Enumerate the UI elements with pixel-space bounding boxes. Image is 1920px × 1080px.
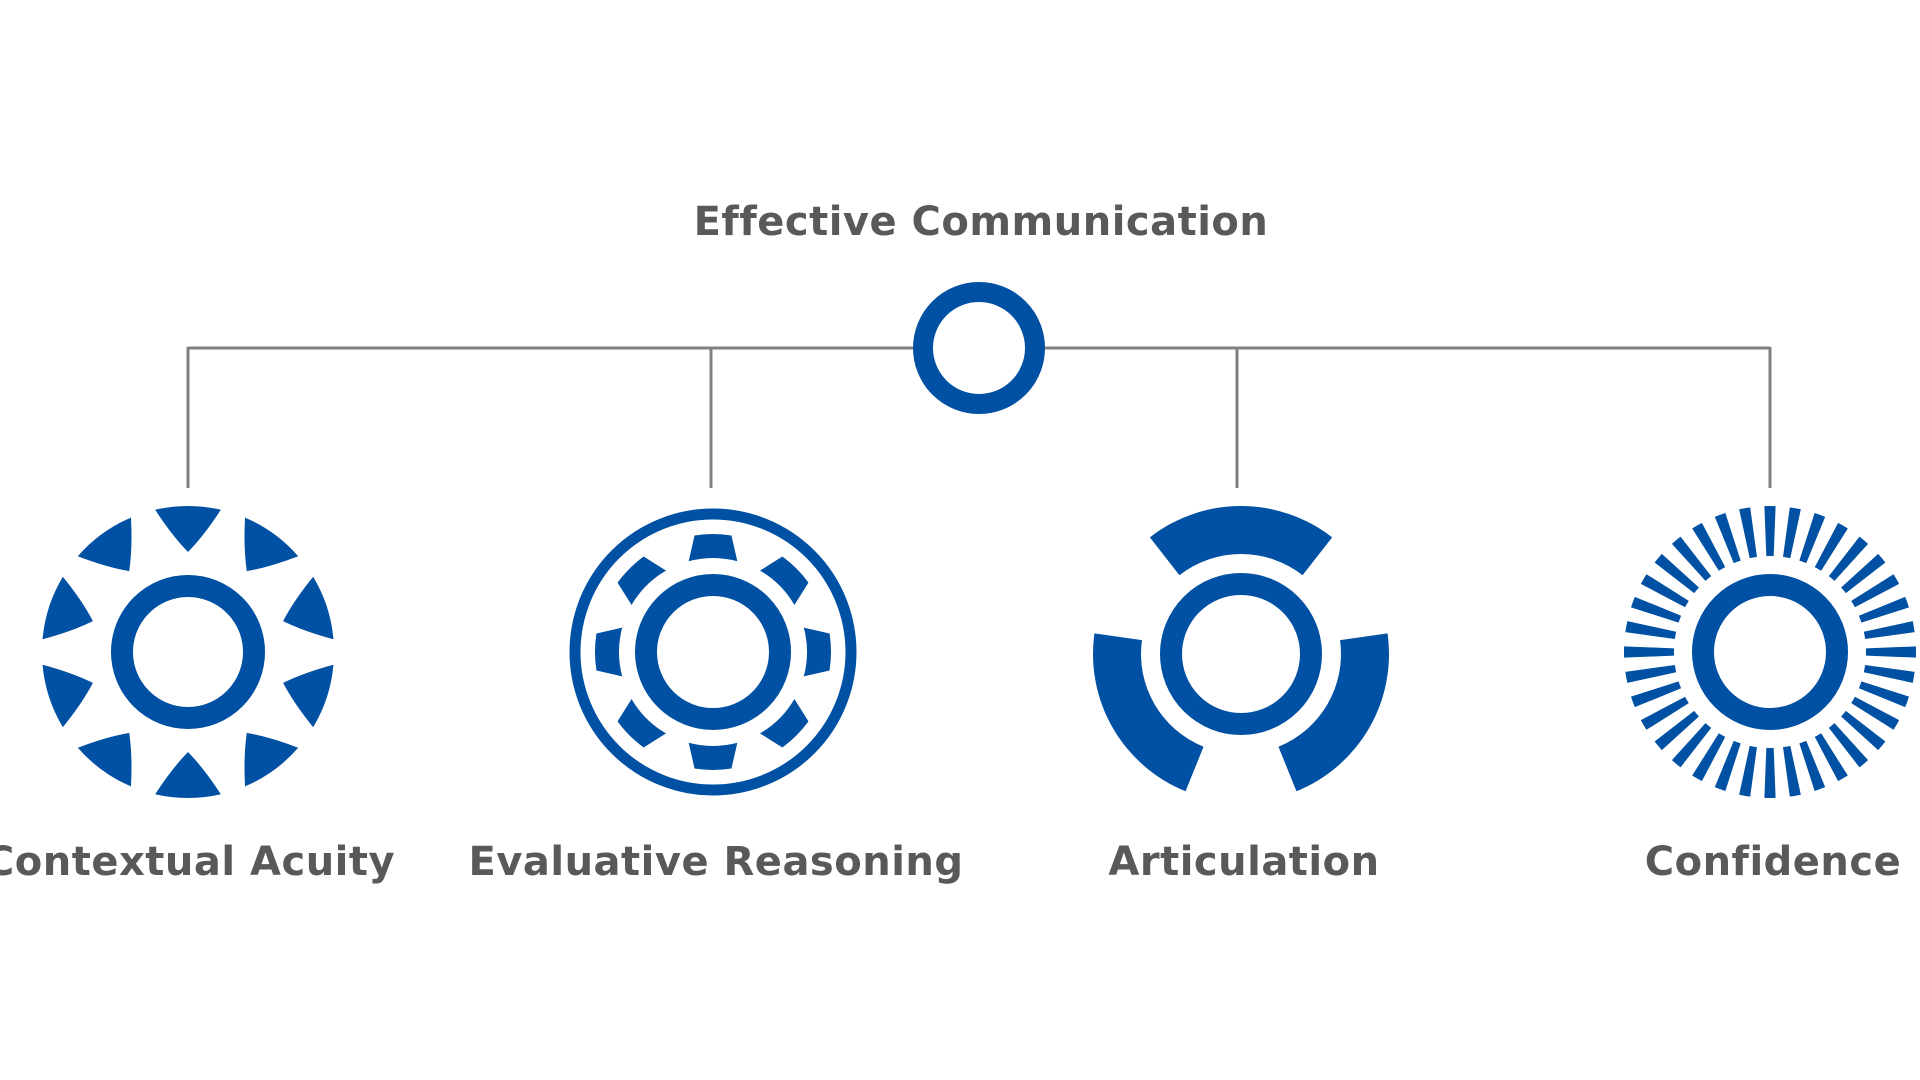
petal-segment xyxy=(77,517,132,572)
gear-tooth-segment xyxy=(688,534,738,562)
sunburst-ray xyxy=(1630,681,1682,708)
sunburst-ray xyxy=(1863,665,1915,683)
gear-tooth-segment xyxy=(617,699,666,748)
sunburst-ray xyxy=(1640,696,1689,730)
sunburst-ray xyxy=(1714,740,1741,792)
gear-ring-icon xyxy=(569,508,857,796)
diagram-title: Effective Communication xyxy=(693,199,1269,245)
petal-segment xyxy=(42,576,93,640)
sunburst-ray xyxy=(1858,596,1910,623)
petal-segment xyxy=(283,664,334,728)
three-arc-ring-icon xyxy=(1093,506,1389,792)
sunburst-ring-icon xyxy=(1624,506,1916,798)
gear-tooth-segment xyxy=(760,556,809,605)
sunburst-ray xyxy=(1671,536,1712,581)
sunburst-ray xyxy=(1630,596,1682,623)
arc-segment xyxy=(1278,633,1389,792)
node-label-contextual-acuity: Contextual Acuity xyxy=(0,839,396,885)
petal-segment xyxy=(77,732,132,787)
sunburst-ray xyxy=(1799,512,1826,564)
sunburst-ray xyxy=(1692,522,1726,571)
sunburst-ray xyxy=(1764,506,1776,557)
sunburst-ray xyxy=(1814,733,1848,782)
petal-segment xyxy=(283,576,334,640)
sunburst-ray xyxy=(1654,710,1699,751)
root-ring-icon xyxy=(913,282,1045,414)
sunburst-ray xyxy=(1851,574,1900,608)
sunburst-ray xyxy=(1783,745,1801,797)
sunburst-ray xyxy=(1841,553,1886,594)
gear-tooth-segment xyxy=(595,627,623,677)
sunburst-ray xyxy=(1841,710,1886,751)
sunburst-ray xyxy=(1828,536,1869,581)
sunburst-ray xyxy=(1863,621,1915,639)
sunburst-ray xyxy=(1865,646,1916,658)
sunburst-ray xyxy=(1814,522,1848,571)
petal-segment xyxy=(155,752,221,798)
petal-segment xyxy=(155,506,221,552)
sunburst-ray xyxy=(1739,745,1757,797)
petal-segment xyxy=(244,732,299,787)
petal-ring-icon xyxy=(42,506,334,798)
sunburst-ray xyxy=(1654,553,1699,594)
gear-tooth-segment xyxy=(760,699,809,748)
sunburst-ray xyxy=(1714,512,1741,564)
sunburst-ray xyxy=(1764,747,1776,798)
sunburst-ray xyxy=(1671,723,1712,768)
arc-segment xyxy=(1149,506,1333,576)
sunburst-ray xyxy=(1625,665,1677,683)
sunburst-ray xyxy=(1640,574,1689,608)
arc-segment xyxy=(1093,633,1204,792)
sunburst-ray xyxy=(1858,681,1910,708)
sunburst-ray xyxy=(1851,696,1900,730)
gear-tooth-segment xyxy=(803,627,831,677)
petal-segment xyxy=(244,517,299,572)
gear-tooth-segment xyxy=(688,742,738,770)
sunburst-ray xyxy=(1799,740,1826,792)
sunburst-ray xyxy=(1625,621,1677,639)
sunburst-ray xyxy=(1783,507,1801,559)
sunburst-ray xyxy=(1624,646,1675,658)
gear-tooth-segment xyxy=(617,556,666,605)
petal-segment xyxy=(42,664,93,728)
node-label-articulation: Articulation xyxy=(1108,839,1380,885)
sunburst-ray xyxy=(1692,733,1726,782)
node-label-evaluative-reasoning: Evaluative Reasoning xyxy=(468,839,964,885)
node-label-confidence: Confidence xyxy=(1644,839,1902,885)
sunburst-ray xyxy=(1739,507,1757,559)
sunburst-ray xyxy=(1828,723,1869,768)
